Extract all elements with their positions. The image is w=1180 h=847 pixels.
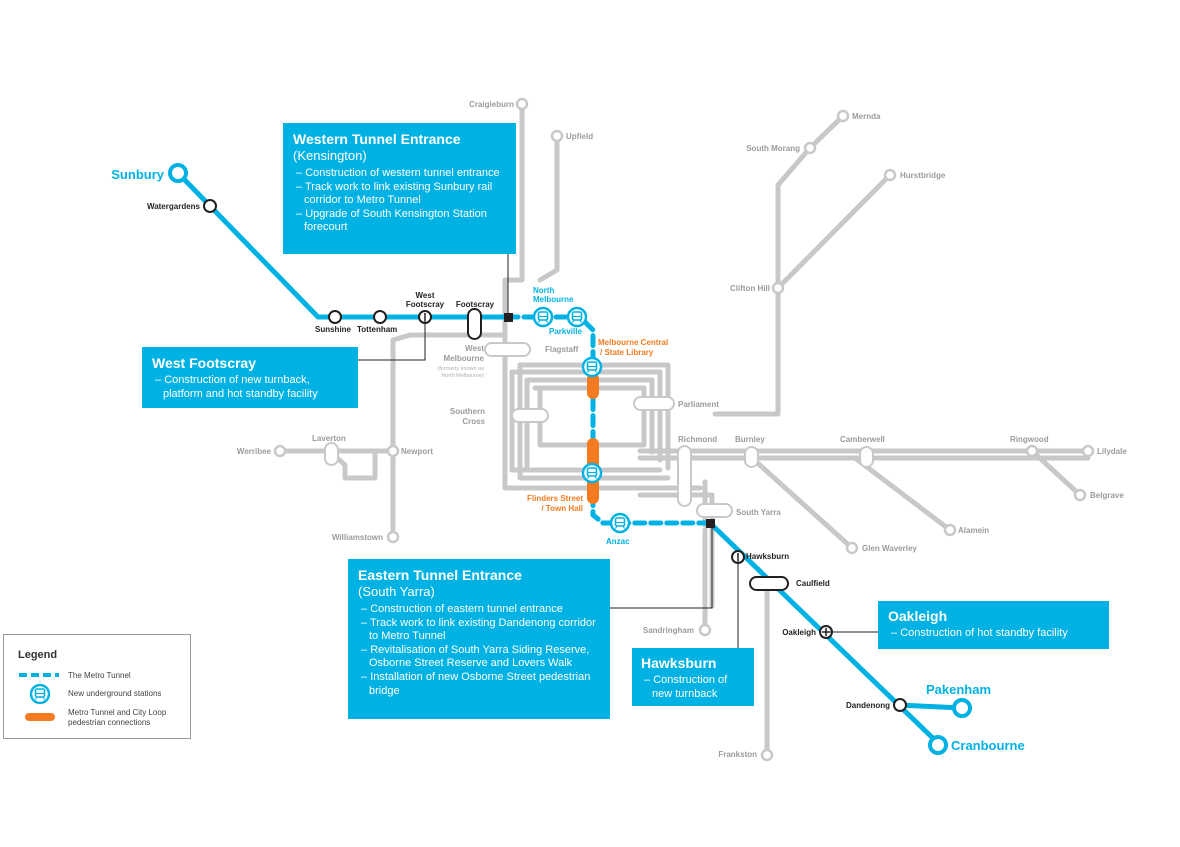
callout-title: Eastern Tunnel Entrance [358, 567, 522, 583]
label-newport: Newport [401, 447, 433, 456]
label-north-melbourne: North [533, 286, 554, 295]
callout-item: Upgrade of South Kensington Station fore… [293, 208, 506, 235]
legend-item-label: The Metro Tunnel [68, 671, 131, 680]
label-parliament: Parliament [678, 400, 719, 409]
label-clifton-hill: Clifton Hill [730, 284, 770, 293]
callout-west-footscray: West Footscray Construction of new turnb… [142, 347, 358, 408]
label-sandringham: Sandringham [643, 626, 694, 635]
legend-item-label: Metro Tunnel and City Loop pedestrian co… [68, 708, 167, 727]
callout-item: Construction of new turnback, platform a… [152, 374, 348, 401]
callout-title: Oakleigh [888, 608, 948, 624]
label-alamein: Alamein [958, 526, 989, 535]
label-west-melbourne-2: Melbourne [444, 354, 485, 363]
label-frankston: Frankston [718, 750, 757, 759]
label-south-yarra: South Yarra [736, 508, 781, 517]
label-williamstown: Williamstown [332, 533, 383, 542]
label-parkville: Parkville [549, 327, 582, 336]
callout-title: Hawksburn [641, 655, 717, 671]
callout-item: Construction of eastern tunnel entrance [358, 603, 600, 617]
legend-item-label: New underground stations [68, 689, 162, 698]
label-south-morang: South Morang [746, 144, 800, 153]
label-west-footscray-2: Footscray [406, 300, 445, 309]
label-lilydale: Lilydale [1097, 447, 1127, 456]
interchange-pills [324, 308, 874, 591]
label-ringwood: Ringwood [1010, 435, 1049, 444]
callout-item: Track work to link existing Dandenong co… [358, 617, 600, 644]
label-richmond: Richmond [678, 435, 717, 444]
label-laverton: Laverton [312, 434, 346, 443]
callout-western-tunnel-entrance: Western Tunnel Entrance (Kensington) Con… [283, 123, 516, 254]
label-hurstbridge: Hurstbridge [900, 171, 946, 180]
label-dandenong: Dandenong [846, 701, 890, 710]
label-burnley: Burnley [735, 435, 765, 444]
label-glen-waverley: Glen Waverley [862, 544, 917, 553]
label-flinders-street: Flinders Street [527, 494, 583, 503]
callout-item: Track work to link existing Sunbury rail… [293, 181, 506, 208]
label-craigieburn: Craigieburn [469, 100, 514, 109]
callout-hawksburn: Hawksburn Construction of new turnback [632, 648, 754, 706]
label-hawksburn: Hawksburn [746, 552, 789, 561]
pedestrian-connection-icon [25, 713, 55, 721]
label-watergardens: Watergardens [147, 202, 201, 211]
label-camberwell: Camberwell [840, 435, 885, 444]
label-cranbourne: Cranbourne [951, 738, 1025, 753]
callout-item: Revitalisation of South Yarra Siding Res… [358, 644, 600, 671]
grey-stations [273, 97, 1095, 762]
callout-title: Western Tunnel Entrance [293, 131, 461, 147]
label-sunbury: Sunbury [111, 167, 164, 182]
label-upfield: Upfield [566, 132, 593, 141]
label-oakleigh: Oakleigh [782, 628, 816, 637]
legend: Legend The Metro Tunnel New underground … [3, 634, 191, 739]
label-werribee: Werribee [237, 447, 272, 456]
callout-item: Construction of western tunnel entrance [293, 167, 506, 181]
label-caulfield: Caulfield [796, 579, 830, 588]
callout-leaders [358, 254, 878, 648]
label-west-melbourne-note-1: (formerly known as [438, 366, 485, 372]
label-west-melbourne-note-2: North Melbourne) [441, 373, 484, 379]
terminus-stations [168, 163, 972, 755]
label-southern-cross-1: Southern [450, 407, 485, 416]
label-tottenham: Tottenham [357, 325, 397, 334]
label-mernda: Mernda [852, 112, 881, 121]
label-state-library: / State Library [600, 348, 654, 357]
callout-subtitle: (Kensington) [293, 148, 367, 163]
label-melbourne-central: Melbourne Central [598, 338, 668, 347]
label-anzac: Anzac [606, 537, 630, 546]
callout-oakleigh: Oakleigh Construction of hot standby fac… [878, 601, 1109, 649]
label-town-hall: / Town Hall [541, 504, 583, 513]
callout-item: Construction of hot standby facility [888, 627, 1099, 641]
tunnel-line-icon [19, 673, 59, 677]
label-north-melbourne-2: Melbourne [533, 295, 574, 304]
callout-item: Construction of new turnback [641, 674, 745, 701]
label-belgrave: Belgrave [1090, 491, 1124, 500]
legend-title: Legend [18, 649, 58, 661]
label-flagstaff: Flagstaff [545, 345, 579, 354]
label-pakenham: Pakenham [926, 682, 991, 697]
callout-eastern-tunnel-entrance: Eastern Tunnel Entrance (South Yarra) Co… [348, 559, 610, 719]
label-west-melbourne-1: West [465, 344, 484, 353]
pedestrian-connections [587, 373, 599, 504]
label-west-footscray-1: West [416, 291, 435, 300]
callout-title: West Footscray [152, 355, 256, 371]
label-sunshine: Sunshine [315, 325, 352, 334]
callout-item: Installation of new Osborne Street pedes… [358, 671, 600, 698]
callout-subtitle: (South Yarra) [358, 584, 435, 599]
label-footscray: Footscray [456, 300, 495, 309]
underground-station-icon [30, 684, 50, 704]
label-southern-cross-2: Cross [462, 417, 485, 426]
